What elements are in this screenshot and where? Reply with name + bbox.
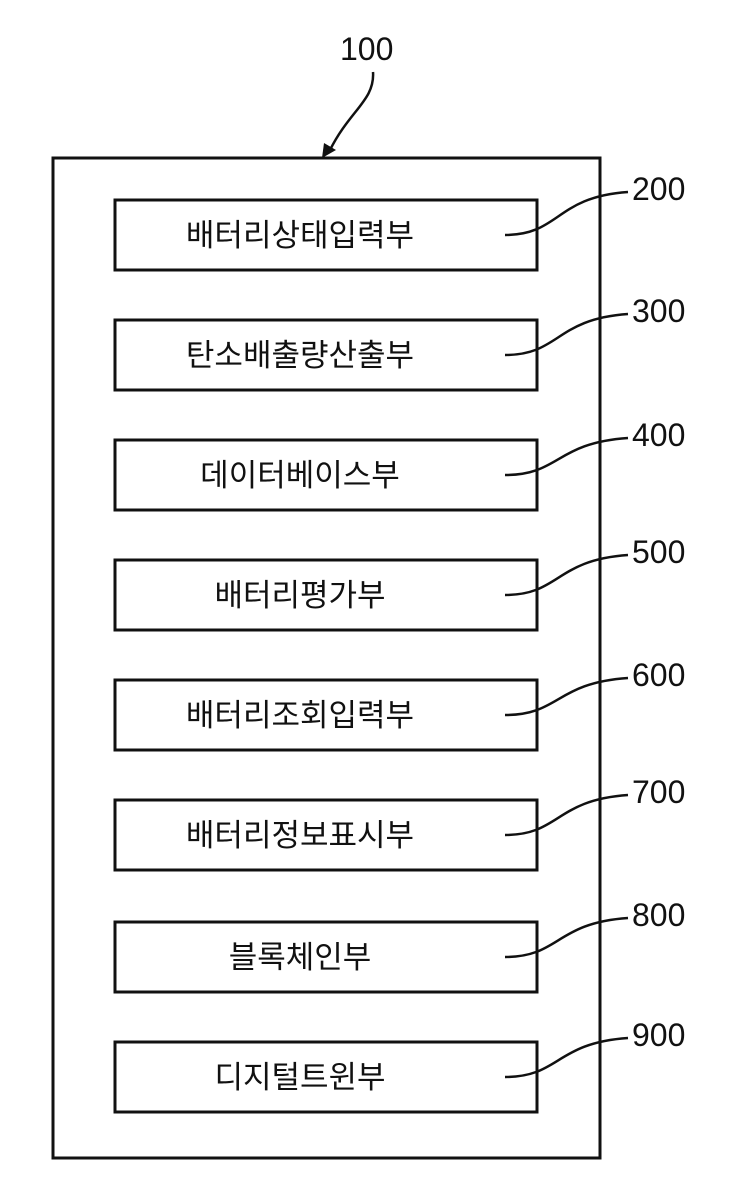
system-ref-number: 100 [340,31,393,67]
unit-ref-number: 800 [632,897,685,933]
unit-label: 배터리상태입력부 [186,218,414,254]
unit-label: 배터리정보표시부 [186,818,414,854]
unit-ref-number: 200 [632,171,685,207]
unit-label: 디지털트윈부 [214,1060,385,1096]
system-leader-arrow [330,72,373,150]
unit-label: 배터리조회입력부 [186,698,414,734]
unit-ref-number: 300 [632,293,685,329]
system-boundary [53,158,600,1158]
unit-ref-number: 600 [632,657,685,693]
unit-label: 블록체인부 [229,940,372,976]
unit-label: 탄소배출량산출부 [186,338,414,374]
unit-ref-number: 500 [632,534,685,570]
unit-ref-number: 900 [632,1017,685,1053]
unit-label: 배터리평가부 [214,578,385,614]
unit-ref-number: 400 [632,417,685,453]
unit-ref-number: 700 [632,774,685,810]
unit-label: 데이터베이스부 [200,458,400,494]
